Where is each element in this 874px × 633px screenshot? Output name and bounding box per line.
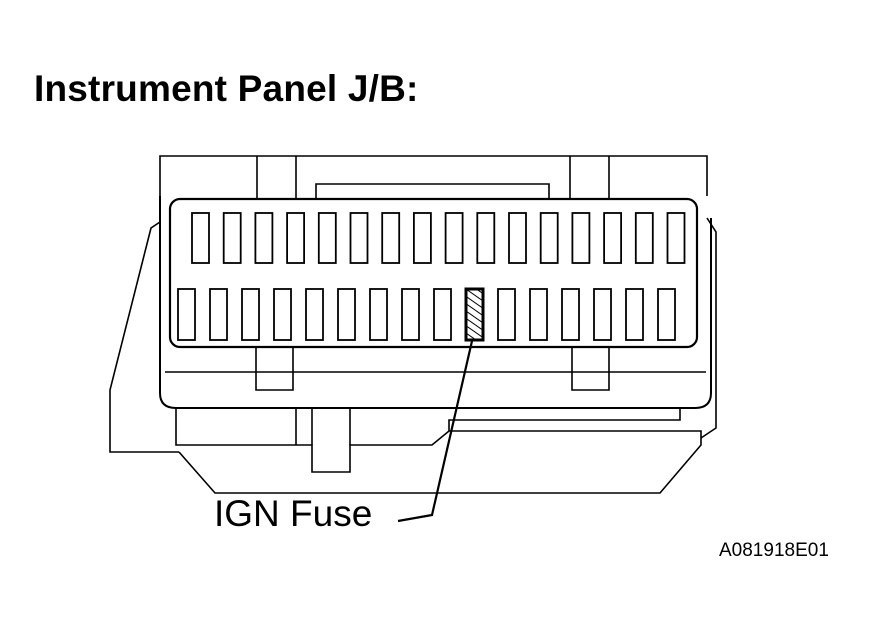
lower-step xyxy=(448,408,681,431)
fuse-slot xyxy=(401,288,420,341)
fuse-slot xyxy=(209,288,228,341)
fuse-slot xyxy=(497,288,516,341)
side-right xyxy=(700,217,717,439)
fuse-slot xyxy=(529,288,548,341)
fuse-slot xyxy=(254,212,274,264)
fuse-slot xyxy=(539,212,559,264)
fuse-slot xyxy=(561,288,580,341)
fuse-slot xyxy=(273,288,292,341)
fuse-slot xyxy=(191,212,210,264)
fuse-slot xyxy=(369,288,388,341)
fuse-slot xyxy=(657,288,676,341)
fuse-slot xyxy=(508,212,527,264)
fuse-slot xyxy=(349,212,369,264)
figure-id: A081918E01 xyxy=(719,540,829,561)
body-outline xyxy=(159,196,712,409)
fuse-slot xyxy=(666,212,686,264)
fuse-row-upper xyxy=(191,212,686,264)
fuse-slot xyxy=(593,288,612,341)
fuse-row-lower xyxy=(177,287,676,342)
fuse-slot xyxy=(603,212,622,264)
tab-left xyxy=(255,347,294,391)
fuse-slot xyxy=(241,288,260,341)
fuse-slot xyxy=(337,288,356,341)
fuse-face xyxy=(168,197,699,349)
side-left xyxy=(109,221,179,453)
fuse-slot xyxy=(412,212,432,264)
ign-fuse-label: IGN Fuse xyxy=(214,493,373,534)
housing-top-step xyxy=(315,183,550,200)
fuse-slot xyxy=(222,212,242,264)
fuse-slot xyxy=(625,288,644,341)
fuse-slot xyxy=(634,212,654,264)
callout-leader xyxy=(397,340,474,523)
fuse-slot xyxy=(305,288,324,341)
tab-right xyxy=(571,347,610,391)
fuse-slot xyxy=(177,288,196,341)
fuse-slot xyxy=(286,212,306,264)
fuse-slot xyxy=(317,212,337,264)
fuse-slot xyxy=(444,212,464,264)
fuse-slot xyxy=(381,212,401,264)
housing-top xyxy=(159,155,708,196)
fuse-slot xyxy=(433,288,452,341)
ign-fuse-slot xyxy=(464,287,485,342)
diagram-title: Instrument Panel J/B: xyxy=(34,68,419,109)
fuse-slot xyxy=(571,212,591,264)
fuse-slot xyxy=(476,212,496,264)
